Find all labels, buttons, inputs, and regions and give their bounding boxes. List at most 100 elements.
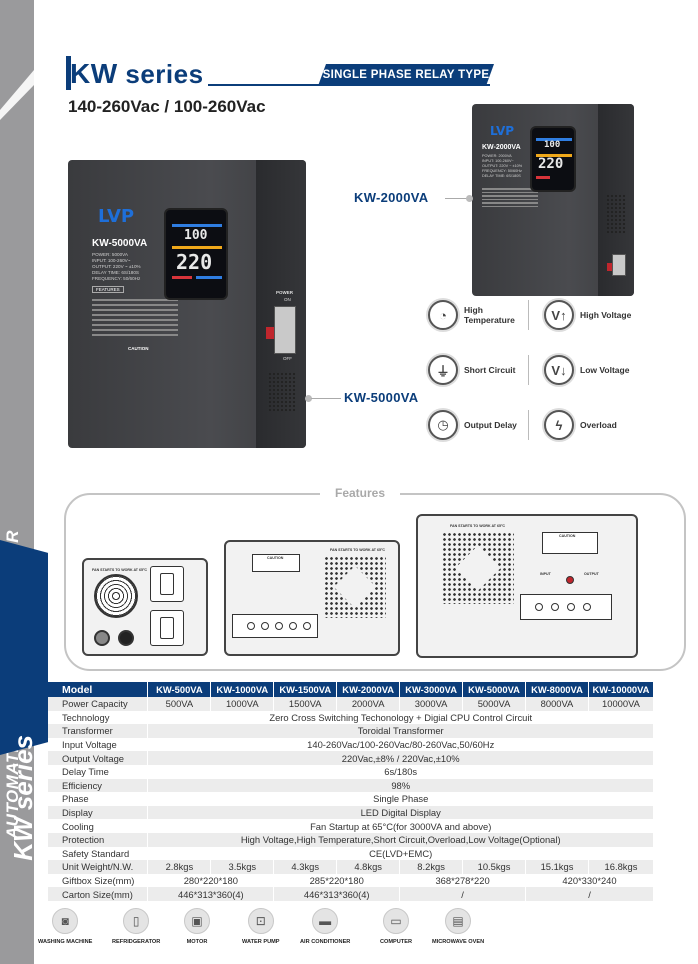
fuse-indicator: [566, 576, 574, 584]
outlet-socket-bottom: [150, 610, 184, 646]
motor-icon: ▣: [184, 908, 210, 934]
large-caution-label: CAUTION: [128, 346, 149, 351]
large-caution-sticker: CAUTION: [542, 532, 598, 554]
app-computer: ▭ COMPUTER: [380, 908, 412, 945]
app-washing-machine: ◙ WASHING MACHINE: [38, 908, 92, 945]
small-brand-logo: LVP: [490, 124, 515, 138]
clock-icon: ◷: [428, 410, 458, 440]
app-microwave-oven: ▤ MICROWAVE OVEN: [432, 908, 484, 945]
v-arrow-down-icon: V↓: [544, 355, 574, 385]
app-air-conditioner: ▬ AIR CONDITIONER: [300, 908, 350, 945]
large-model-label: KW-5000VA: [92, 238, 148, 249]
table-header-model: Model: [48, 682, 149, 697]
feature-panel-medium-terminal: CAUTION FAN STARTS TO WORK AT 65°C: [224, 540, 400, 656]
microwave-oven-icon: ▤: [445, 908, 472, 934]
large-callout-dot: [305, 395, 312, 402]
refrigerator-icon: ▯: [123, 908, 150, 934]
table-row: Carton Size(mm) 446*313*360(4) 446*313*3…: [48, 887, 654, 901]
app-refrigerator: ▯ REFRIDGERATOR: [112, 908, 160, 945]
product-kw5000-image: LVP KW-5000VA POWER: 5000VA INPUT: 100-2…: [68, 160, 306, 448]
feature-panel-large-terminal: FAN STARTS TO WORK AT 65°C CAUTION INPUT…: [416, 514, 638, 658]
protection-output-delay: ◷ Output Delay: [428, 410, 517, 440]
washing-machine-icon: ◙: [52, 908, 79, 934]
output-label: OUTPUT: [584, 572, 599, 576]
small-callout-dot: [466, 195, 473, 202]
protection-divider: [528, 355, 529, 385]
large-callout-label: KW-5000VA: [344, 390, 419, 405]
feature-panel-small-outlets: FAN STARTS TO WORK AT 65°C: [82, 558, 208, 656]
large-callout-line: [311, 398, 341, 399]
table-header-cell: KW-2000VA: [336, 682, 401, 697]
v-arrow-up-icon: V↑: [544, 300, 574, 330]
app-motor: ▣ MOTOR: [184, 908, 210, 945]
app-water-pump: ⊡ WATER PUMP: [242, 908, 280, 945]
small-lcd-display: 100 220: [530, 126, 576, 192]
protection-high-voltage: V↑ High Voltage: [544, 300, 631, 330]
small-model-label: KW-2000VA: [482, 144, 521, 151]
product-kw2000-image: LVP KW-2000VA POWER: 2000VA INPUT: 100-2…: [472, 104, 634, 296]
power-switch: [266, 306, 296, 354]
voltage-range: 140-260Vac / 100-260Vac: [68, 97, 266, 116]
plug-icon: ⏚: [428, 355, 458, 385]
table-header-cell: KW-5000VA: [462, 682, 527, 697]
protection-low-voltage: V↓ Low Voltage: [544, 355, 629, 385]
title-accent-bar: [66, 56, 71, 90]
small-callout-line: [445, 198, 467, 199]
side-strip: [0, 0, 34, 964]
water-pump-icon: ⊡: [247, 908, 274, 934]
table-header-cell: KW-500VA: [147, 682, 212, 697]
small-power-switch: [607, 254, 626, 276]
power-plug-socket: [94, 630, 110, 646]
small-lcd-top: 100: [544, 140, 561, 150]
table-header-cell: KW-1000VA: [210, 682, 275, 697]
large-lcd-display: 100 220: [164, 208, 228, 300]
input-label: INPUT: [540, 572, 551, 576]
fan-grille: [324, 556, 386, 618]
page-title: KW series: [70, 58, 204, 90]
protection-overload: ϟ Overload: [544, 410, 617, 440]
on-label: ON: [284, 297, 291, 302]
type-badge: SINGLE PHASE RELAY TYPE: [318, 64, 494, 86]
table-header-row: Model KW-500VA KW-1000VA KW-1500VA KW-20…: [48, 682, 655, 697]
large-lcd-main: 220: [176, 250, 213, 274]
protection-divider: [528, 300, 529, 330]
protection-divider: [528, 410, 529, 440]
large-lcd-top: 100: [184, 228, 208, 243]
computer-icon: ▭: [383, 908, 409, 934]
protection-high-temperature: ◔ High Temperature: [428, 300, 516, 330]
small-lcd-main: 220: [538, 156, 564, 172]
breaker-knob: [118, 630, 134, 646]
table-header-cell: KW-3000VA: [399, 682, 464, 697]
fan-icon: [94, 574, 138, 618]
air-conditioner-icon: ▬: [312, 908, 339, 934]
table-header-cell: KW-8000VA: [525, 682, 589, 697]
title-kw: KW: [70, 58, 118, 89]
applications-row: ◙ WASHING MACHINE ▯ REFRIDGERATOR ▣ MOTO…: [38, 908, 518, 956]
terminal-block: [232, 614, 318, 638]
power-label: POWER: [276, 290, 294, 295]
lightning-icon: ϟ: [544, 410, 574, 440]
off-label: OFF: [283, 356, 292, 361]
large-side-vent: [268, 372, 296, 412]
title-series: series: [117, 59, 204, 89]
side-series-label: KW series: [8, 735, 38, 861]
caution-sticker: CAUTION: [252, 554, 300, 572]
large-fan-grille: [442, 532, 514, 604]
protection-short-circuit: ⏚ Short Circuit: [428, 355, 515, 385]
table-row: Giftbox Size(mm) 280*220*180 285*220*180…: [48, 873, 654, 888]
outlet-socket-top: [150, 566, 184, 602]
large-terminal-block: [520, 594, 612, 620]
